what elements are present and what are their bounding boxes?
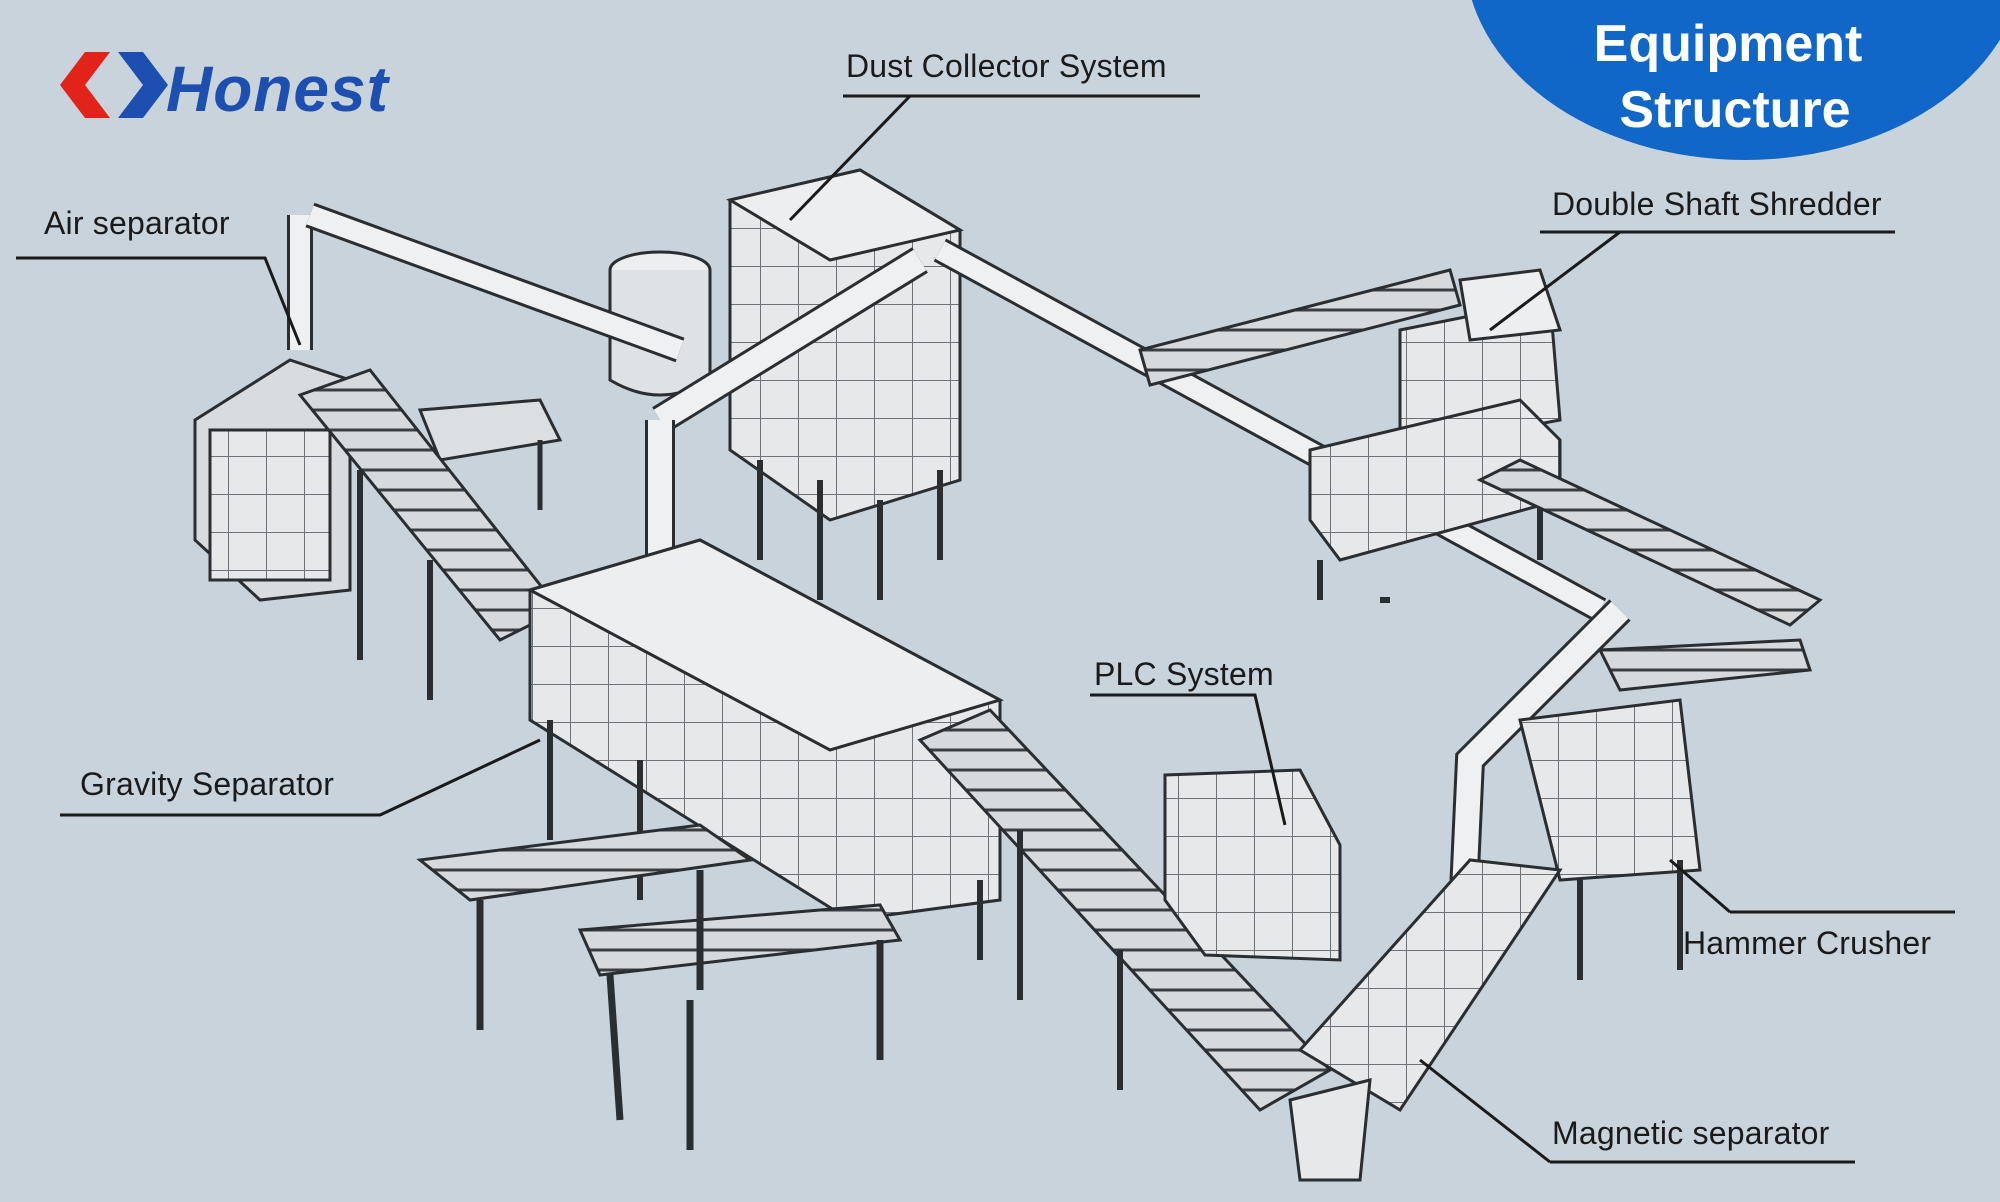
magnetic-separator-unit [1288,858,1563,1182]
plc-cabinet [1163,768,1342,962]
label-gravity-separator: Gravity Separator [80,766,335,802]
callout-lines [16,94,1955,1164]
discharge-conveyors [416,823,903,1150]
double-shaft-shredder-unit [1138,268,1563,603]
badge-line-1: Equipment [1593,15,1863,73]
logo-mark [60,52,168,118]
brand-logo-text: Honest [166,53,389,125]
label-hammer-crusher: Hammer Crusher [1683,925,1932,961]
hammer-crusher-unit [1518,698,1702,980]
right-conveyors [1476,458,1823,692]
duct-pipes [287,202,1631,981]
label-dust-collector-system: Dust Collector System [846,48,1167,84]
label-plc-system: PLC System [1094,656,1274,692]
inclined-conveyor-middle [917,708,1333,1112]
air-separator-unit [193,358,563,602]
label-double-shaft-shredder: Double Shaft Shredder [1552,186,1882,222]
gravity-separator-unit [526,538,1004,960]
label-magnetic-separator: Magnetic separator [1552,1115,1830,1151]
label-air-separator: Air separator [44,205,230,241]
badge-line-2: Structure [1619,81,1851,139]
